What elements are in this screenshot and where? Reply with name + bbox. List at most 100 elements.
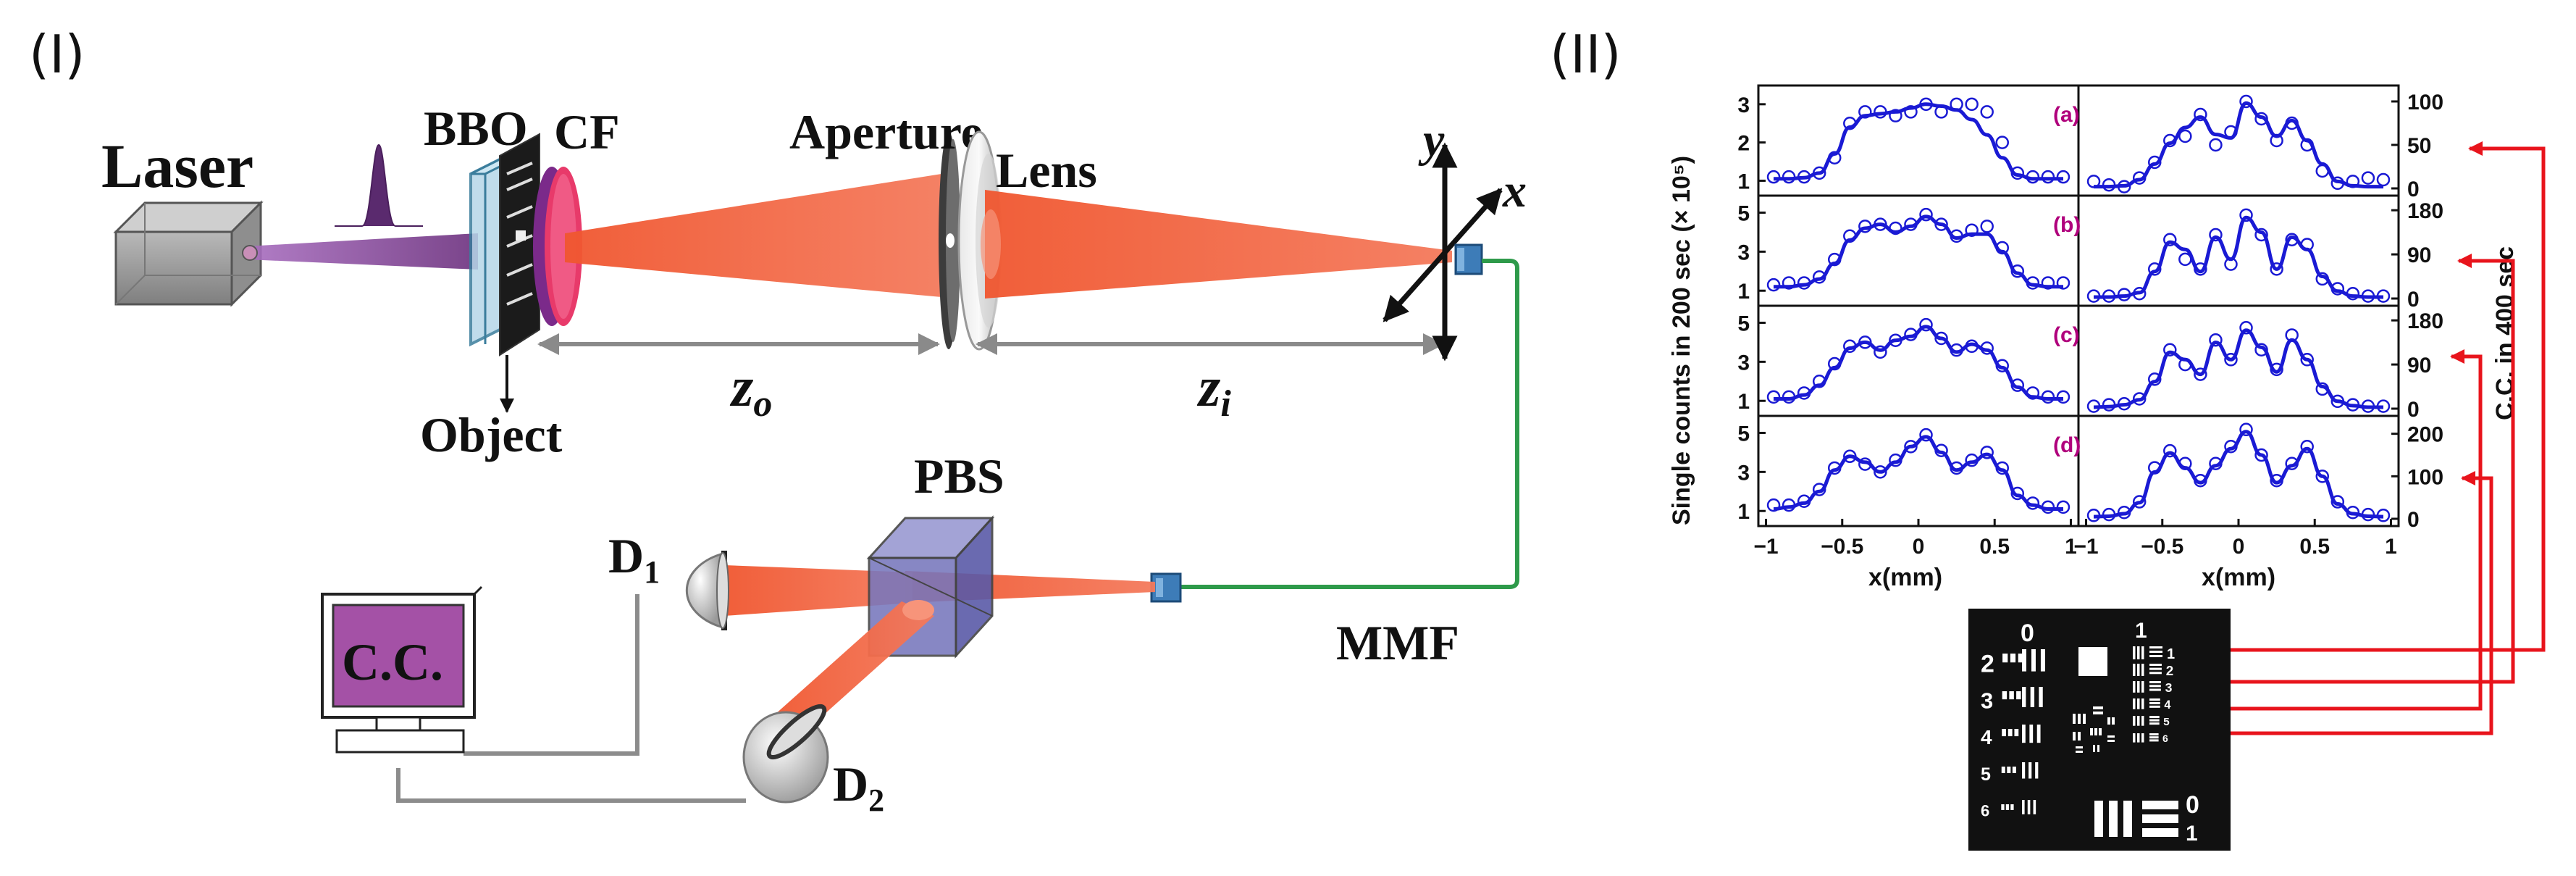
target-bar-horizontal-group bbox=[2016, 691, 2021, 700]
single-data-point bbox=[1965, 453, 1979, 467]
target-bar-vertical bbox=[2022, 649, 2026, 672]
target-bar-vertical bbox=[2022, 725, 2026, 743]
target-right-vertical-bar bbox=[2137, 681, 2140, 693]
coinc-data-point bbox=[2270, 262, 2283, 276]
x-tick-label: −1 bbox=[1753, 535, 1778, 559]
single-data-point bbox=[1782, 276, 1796, 290]
coinc-data-point bbox=[2300, 440, 2314, 454]
coinc-data-point bbox=[2254, 343, 2268, 357]
left-tick-label: 1 bbox=[1737, 500, 1750, 524]
single-data-point bbox=[1843, 229, 1857, 243]
target-right-horizontal-bar bbox=[2149, 733, 2159, 735]
coinc-fit-curve bbox=[2094, 101, 2383, 189]
target-right-horizontal-bar bbox=[2149, 681, 2161, 683]
coinc-data-point bbox=[2178, 357, 2192, 372]
coinc-data-point bbox=[2132, 286, 2147, 301]
single-data-point bbox=[1874, 217, 1887, 231]
target-bar-vertical bbox=[2040, 649, 2045, 672]
target-right-number: 1 bbox=[2167, 646, 2175, 662]
detector-d2 bbox=[742, 704, 829, 804]
cable-d2 bbox=[396, 768, 746, 803]
single-data-point bbox=[1965, 223, 1979, 237]
single-data-point bbox=[1858, 105, 1872, 119]
x-tick-label: 0 bbox=[2233, 535, 2245, 559]
single-data-point bbox=[1995, 135, 2010, 149]
target-right-horizontal-bar bbox=[2149, 664, 2162, 666]
connector-a bbox=[2231, 141, 2546, 652]
left-tick-label: 3 bbox=[1737, 93, 1750, 117]
single-data-point bbox=[1934, 443, 1948, 457]
single-data-point bbox=[1874, 465, 1887, 479]
right-tick-label: 90 bbox=[2407, 243, 2431, 267]
x-axis-label: x bbox=[1502, 164, 1527, 217]
right-tick-label: 0 bbox=[2407, 508, 2420, 532]
coinc-data-point bbox=[2361, 171, 2375, 185]
single-data-point bbox=[1858, 457, 1872, 471]
target-right-horizontal-bar bbox=[2149, 739, 2159, 742]
single-data-point bbox=[1934, 217, 1948, 231]
single-data-point bbox=[1812, 166, 1826, 180]
laser-label: Laser bbox=[101, 131, 253, 201]
single-data-point bbox=[1889, 333, 1902, 347]
coinc-data-point bbox=[2147, 461, 2162, 475]
single-data-point bbox=[2041, 390, 2055, 404]
target-right-vertical-bar bbox=[2137, 716, 2140, 726]
target-right-horizontal-bar bbox=[2149, 719, 2160, 722]
coinc-data-point bbox=[2178, 456, 2192, 470]
single-data-point bbox=[2026, 496, 2040, 510]
coinc-data-point bbox=[2376, 509, 2391, 522]
coinc-data-point bbox=[2117, 180, 2131, 193]
cc-label: C.C. bbox=[342, 633, 443, 691]
single-data-point bbox=[1950, 343, 1963, 357]
coinc-data-point bbox=[2178, 252, 2192, 267]
coinc-data-point bbox=[2147, 372, 2162, 386]
single-data-point bbox=[1889, 453, 1902, 467]
coinc-data-point bbox=[2147, 262, 2162, 276]
coinc-data-point bbox=[2209, 138, 2223, 152]
target-right-vertical-bar bbox=[2141, 664, 2144, 676]
setup-panel: (I) Laser BBO bbox=[29, 24, 1527, 818]
panel-row-label: (a) bbox=[2053, 103, 2080, 127]
single-data-point bbox=[2010, 378, 2025, 392]
single-data-point bbox=[1782, 170, 1796, 184]
target-right-horizontal-bar bbox=[2149, 736, 2159, 739]
pbs-output-spot bbox=[902, 600, 934, 620]
left-tick-label: 5 bbox=[1737, 312, 1750, 335]
target-left-number: 4 bbox=[1981, 726, 1992, 748]
plots-panel: (II) Single counts in 200 sec (× 10⁵) C.… bbox=[1550, 24, 2546, 851]
single-data-point bbox=[1827, 356, 1842, 371]
single-data-point bbox=[1843, 339, 1857, 354]
coinc-data-point bbox=[2086, 399, 2101, 413]
single-data-point bbox=[1919, 97, 1933, 112]
single-data-point bbox=[1766, 278, 1781, 292]
left-tick-label: 3 bbox=[1737, 351, 1750, 375]
single-data-point bbox=[1812, 375, 1826, 388]
coinc-data-point bbox=[2285, 456, 2299, 470]
lens-focus-highlight bbox=[981, 209, 1001, 279]
coinc-data-point bbox=[2194, 367, 2207, 381]
coinc-data-point bbox=[2254, 112, 2268, 126]
target-right-vertical-bar bbox=[2133, 664, 2136, 676]
coinc-data-point bbox=[2346, 286, 2360, 301]
single-data-point bbox=[2041, 276, 2055, 290]
target-bar-vertical bbox=[2029, 762, 2032, 779]
coinc-data-point bbox=[2086, 175, 2101, 188]
target-right-vertical-bar bbox=[2133, 681, 2136, 693]
target-left-number: 3 bbox=[1981, 688, 1993, 713]
right-tick-label: 100 bbox=[2407, 91, 2443, 114]
target-right-number: 5 bbox=[2163, 716, 2170, 728]
coinc-fit-curve bbox=[2093, 430, 2384, 519]
target-group-1: 1 bbox=[2135, 619, 2147, 643]
target-group-0-bottom: 0 bbox=[2186, 791, 2199, 819]
single-data-point bbox=[1995, 241, 2010, 255]
single-data-point bbox=[1797, 386, 1811, 400]
target-bar-vertical bbox=[2033, 800, 2036, 814]
target-bar-horizontal-group bbox=[2001, 804, 2005, 810]
target-bar-vertical bbox=[2022, 762, 2026, 779]
single-data-point bbox=[1797, 170, 1811, 184]
single-data-point bbox=[1782, 390, 1796, 404]
coinc-data-point bbox=[2239, 321, 2253, 335]
